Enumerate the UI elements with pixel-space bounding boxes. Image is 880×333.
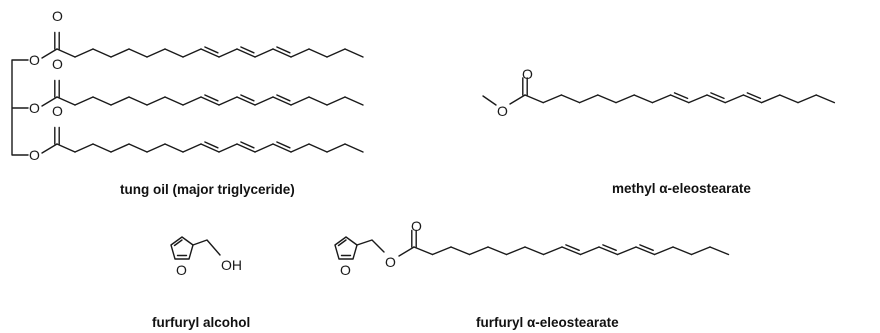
furan-double-bonds-1 xyxy=(173,239,188,257)
methyl-carbonyl-oxygen: O xyxy=(522,66,533,82)
furfuryl-eleostearate-structure: O O O furfuryl α-eleostearate xyxy=(334,218,730,330)
furfuryl-alcohol-structure: O OH furfuryl alcohol xyxy=(152,236,250,330)
furan-oxygen-1: O xyxy=(176,262,187,278)
ester-oxygen-3: O xyxy=(29,147,40,163)
carbonyl-oxygen-2: O xyxy=(52,56,63,72)
furfuryl-linker-bond xyxy=(356,239,385,253)
methyl-bond xyxy=(482,95,497,106)
furan-oxygen-2: O xyxy=(340,262,351,278)
carbonyl-oxygen-3: O xyxy=(52,103,63,119)
furan-ring-2 xyxy=(334,236,358,260)
tung-oil-caption: tung oil (major triglyceride) xyxy=(120,182,295,197)
ester-oxygen-2: O xyxy=(29,100,40,116)
carbonyl-oxygen-1: O xyxy=(52,8,63,24)
furan-double-bonds-2 xyxy=(337,239,352,257)
furfuryl-eleostearate-caption: furfuryl α-eleostearate xyxy=(476,315,619,330)
acyl-chain-1 xyxy=(41,31,364,59)
acyl-chain-2 xyxy=(41,79,364,107)
tung-oil-structure: O O O O O O tung oil (major triglyceride… xyxy=(11,8,364,197)
methyl-acyl-chain xyxy=(509,77,836,105)
methyl-eleostearate-caption: methyl α-eleostearate xyxy=(612,181,751,196)
hydroxyl-group: OH xyxy=(221,257,242,273)
methyl-ester-oxygen: O xyxy=(497,103,508,119)
acyl-chain-3 xyxy=(41,126,364,154)
furfuryl-acyl-chain xyxy=(398,229,730,257)
hydroxymethyl-bond xyxy=(192,239,221,256)
furan-ring-1 xyxy=(170,236,194,260)
furfuryl-carbonyl-oxygen: O xyxy=(411,218,422,234)
furfuryl-alcohol-caption: furfuryl alcohol xyxy=(152,315,250,330)
ester-oxygen-1: O xyxy=(29,52,40,68)
methyl-eleostearate-structure: O O methyl α-eleostearate xyxy=(482,66,836,196)
furfuryl-ester-oxygen: O xyxy=(385,254,396,270)
glycerol-backbone xyxy=(11,59,29,156)
